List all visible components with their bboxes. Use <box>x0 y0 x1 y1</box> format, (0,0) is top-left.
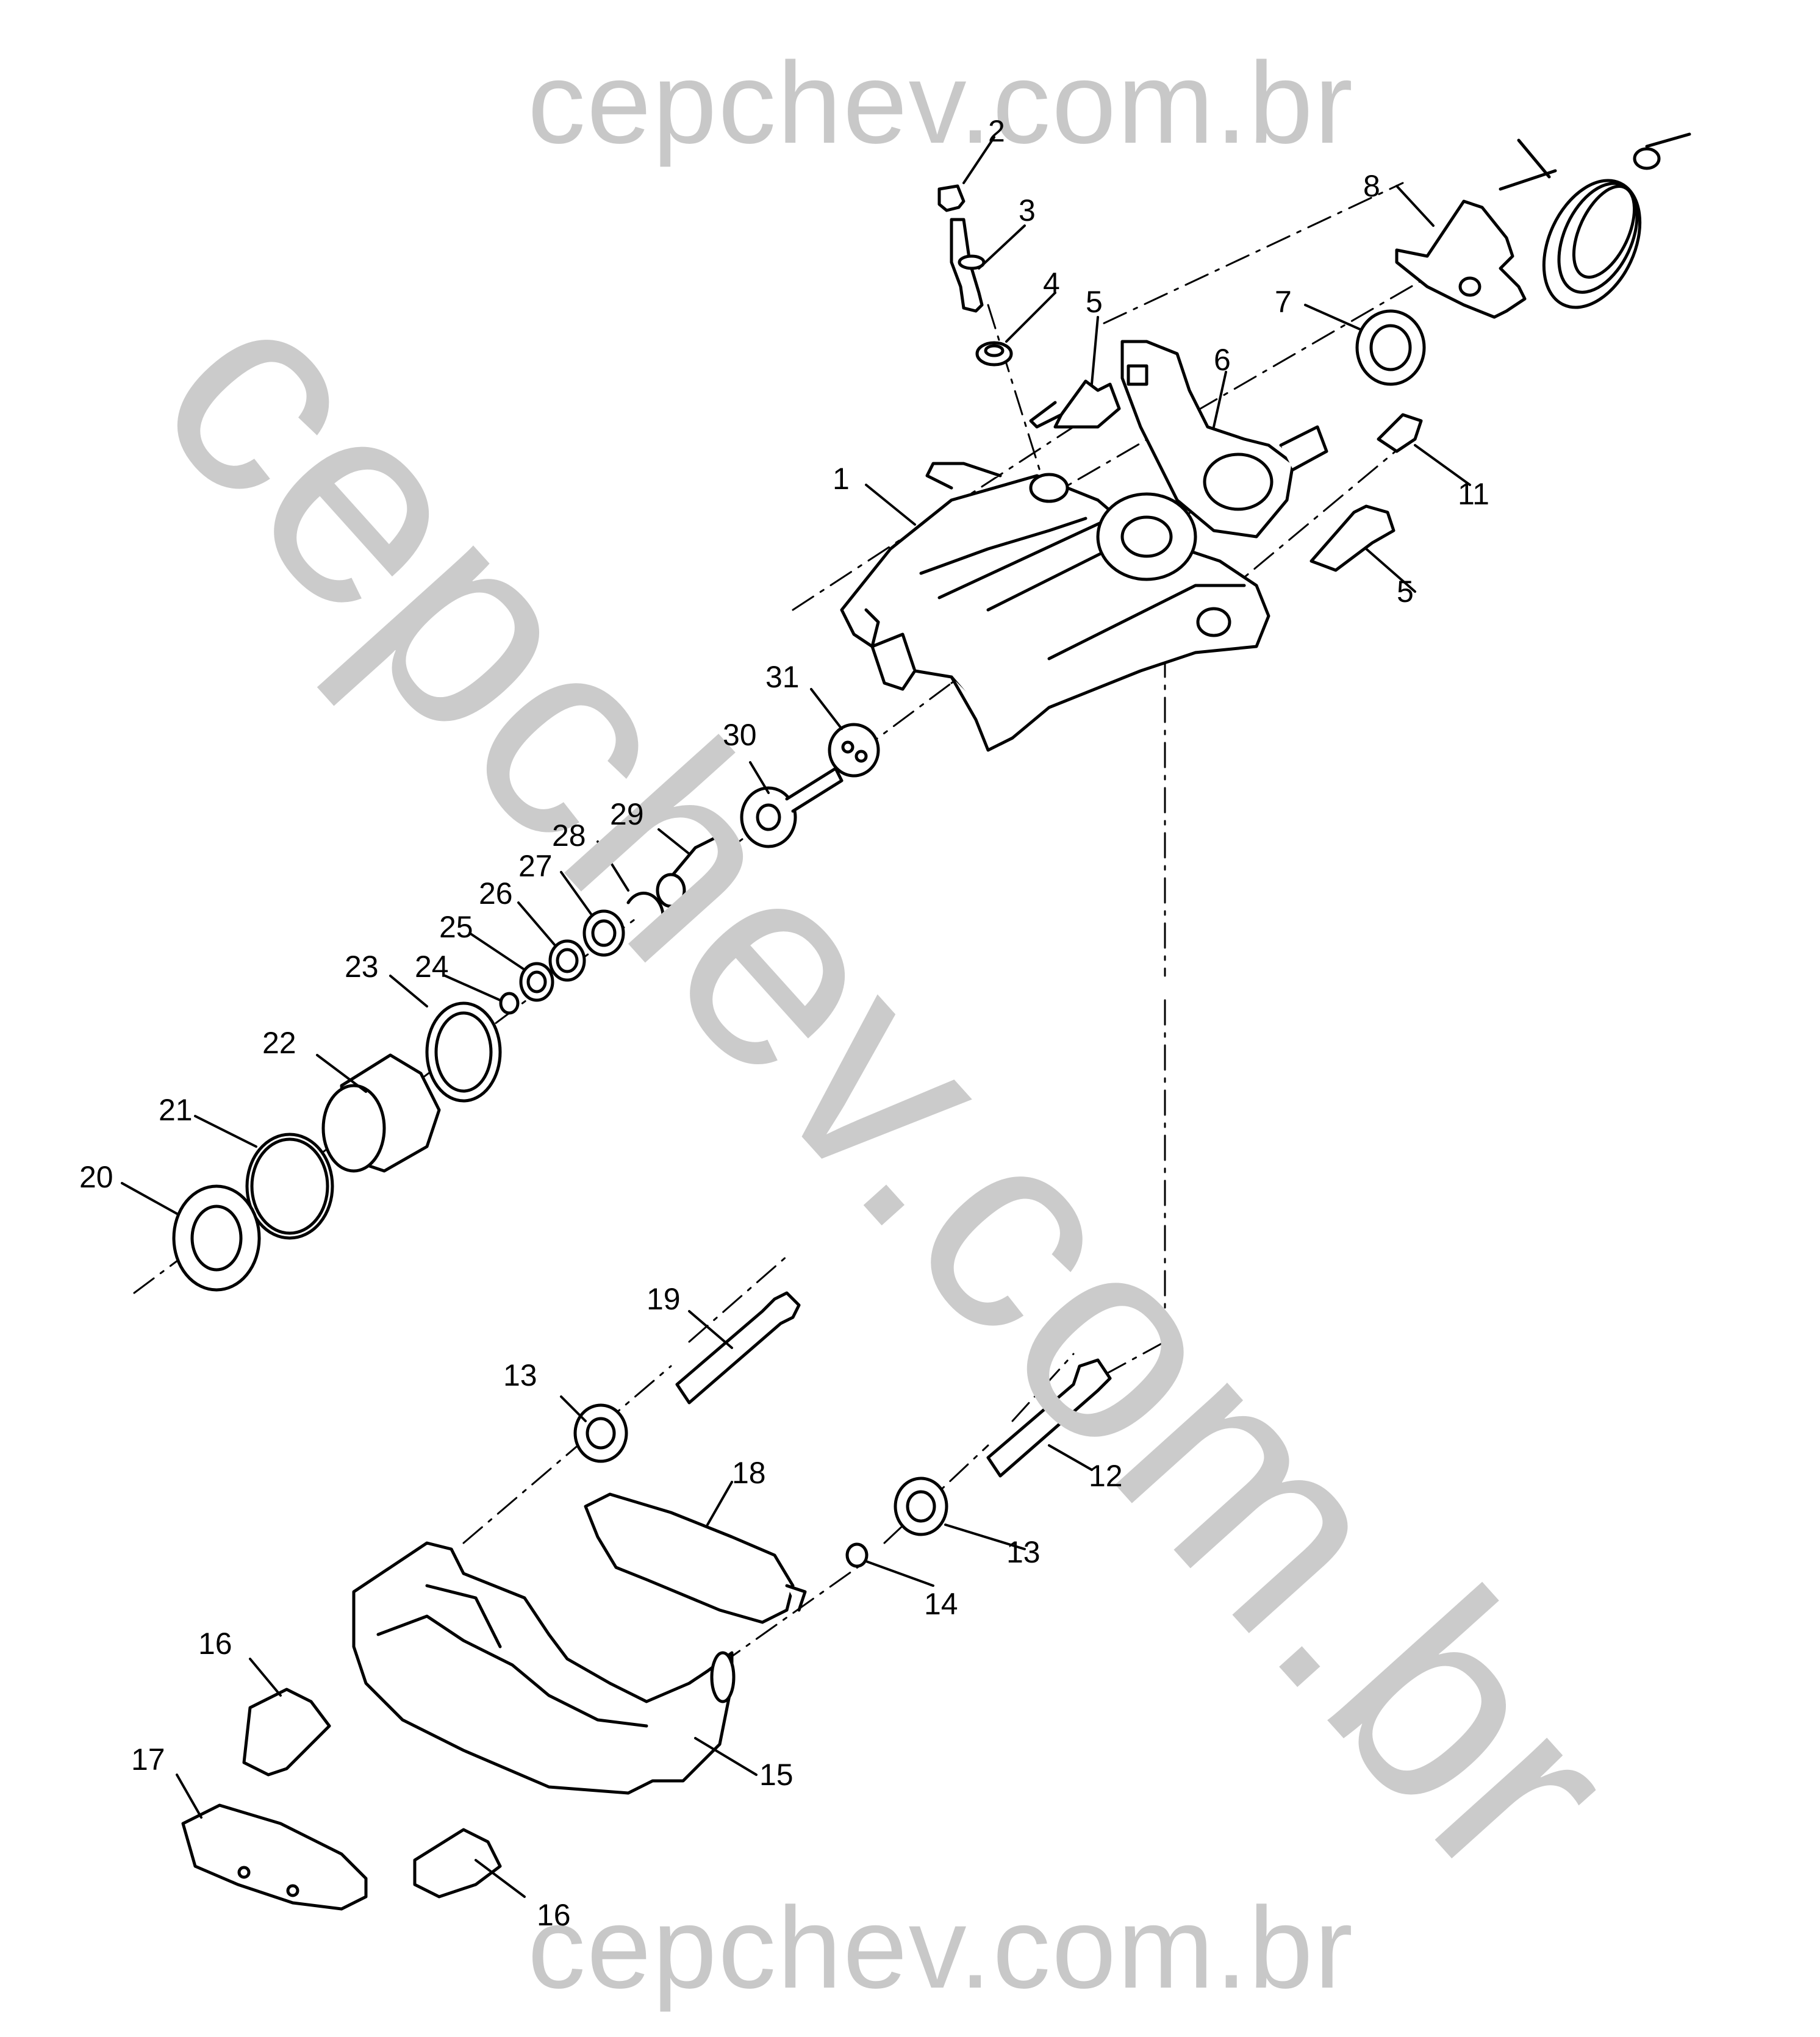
spring <box>1499 132 1691 309</box>
callout-21: 21 <box>159 1093 193 1127</box>
callout-20: 20 <box>79 1160 113 1194</box>
callout-11: 11 <box>1458 477 1489 511</box>
callout-17: 17 <box>131 1742 165 1777</box>
seal-7 <box>1355 309 1426 386</box>
callout-7: 7 <box>1275 285 1292 319</box>
callout-8: 8 <box>1363 169 1380 203</box>
screw-11 <box>1377 413 1423 453</box>
callout-13-upper: 13 <box>503 1358 537 1392</box>
callout-29: 29 <box>610 797 644 831</box>
callout-24: 24 <box>415 950 449 984</box>
bleeder-parts <box>937 184 1013 367</box>
callout-15: 15 <box>759 1758 794 1792</box>
callout-31: 31 <box>765 660 800 694</box>
callout-6: 6 <box>1214 343 1231 377</box>
piston-assembly <box>172 723 880 1292</box>
callout-26: 26 <box>479 876 513 911</box>
bracket-8 <box>1395 199 1527 319</box>
callout-1: 1 <box>833 462 850 496</box>
callout-30: 30 <box>723 718 757 752</box>
callout-18: 18 <box>732 1456 766 1490</box>
callout-23: 23 <box>345 950 379 984</box>
pad-18 <box>584 1492 807 1624</box>
pad-17 <box>181 1803 368 1911</box>
callout-3: 3 <box>1019 193 1036 227</box>
guide-pins <box>573 1291 1112 1568</box>
leader-lines <box>121 136 1471 1898</box>
callout-16-upper: 16 <box>198 1627 232 1661</box>
callout-14: 14 <box>924 1587 958 1621</box>
caliper-body <box>840 462 1270 752</box>
callout-5-top: 5 <box>1086 285 1103 319</box>
callout-16-lower: 16 <box>537 1898 571 1932</box>
lever-6 <box>1120 340 1328 539</box>
callout-12: 12 <box>1089 1459 1123 1493</box>
callout-22: 22 <box>262 1026 296 1060</box>
watermark-top: cepchev.com.br <box>528 38 1355 168</box>
bolts-5 <box>1029 379 1395 572</box>
bracket-15 <box>352 1541 736 1795</box>
callout-25: 25 <box>439 910 473 944</box>
callout-4: 4 <box>1043 267 1060 301</box>
callout-13-lower: 13 <box>1006 1535 1041 1569</box>
watermark-bottom: cepchev.com.br <box>528 1883 1355 2013</box>
callout-19: 19 <box>647 1282 681 1316</box>
callout-28: 28 <box>552 818 586 853</box>
clips-16 <box>242 1688 502 1899</box>
callout-5-right: 5 <box>1397 575 1414 609</box>
callout-27: 27 <box>518 849 553 883</box>
callout-2: 2 <box>988 114 1005 148</box>
